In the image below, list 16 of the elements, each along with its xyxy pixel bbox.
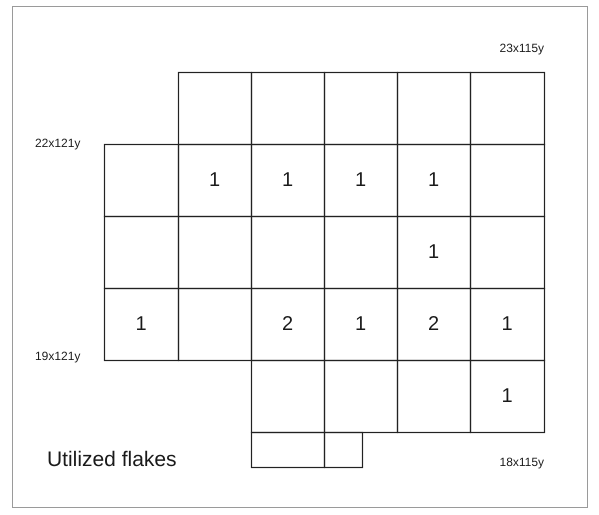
- count-number: 1: [501, 386, 513, 406]
- count-number: 1: [428, 242, 440, 262]
- count-number: 1: [428, 170, 440, 190]
- count-number: 1: [354, 314, 366, 334]
- coordinate-label: 18x115y: [500, 456, 544, 468]
- count-number: 1: [282, 170, 294, 190]
- count-number: 2: [428, 314, 440, 334]
- count-number: 1: [501, 314, 513, 334]
- coordinate-label: 19x121y: [35, 350, 80, 362]
- coordinate-label: 22x121y: [35, 137, 80, 149]
- count-number: 1: [354, 170, 366, 190]
- count-number: 2: [282, 314, 294, 334]
- figure-title: Utilized flakes: [47, 449, 177, 470]
- coordinate-label: 23x115y: [500, 42, 544, 54]
- count-number: 1: [208, 170, 220, 190]
- count-number: 1: [135, 314, 147, 334]
